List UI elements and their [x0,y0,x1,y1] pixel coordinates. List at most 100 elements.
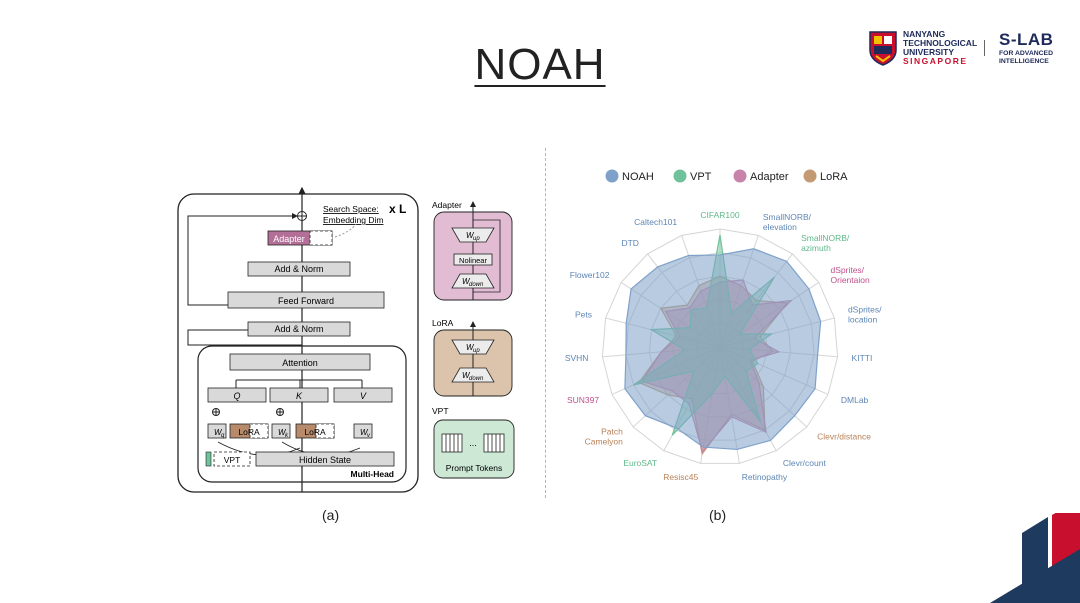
radar-series-noah [624,248,822,451]
wq-subscript: q [221,433,225,439]
ntu-line: UNIVERSITY [903,47,955,57]
prompt-token-stack-right [483,433,505,453]
nonlinear-label: Nolinear [459,256,487,265]
add-norm-bottom-block [247,321,351,337]
adapter-wup-label: W [466,231,475,240]
wv-subscript: v [367,433,371,439]
prompt-token-stack-left [441,433,463,453]
ntu-wordmark: NANYANG TECHNOLOGICAL UNIVERSITY SINGAPO… [903,30,977,66]
search-space-label: Search Space: [323,204,379,214]
lora-wup-subscript: up [473,348,480,354]
wk-label: W [278,428,287,437]
figure-b-caption: (b) [709,507,727,523]
wq-label: W [214,428,223,437]
legend-marker-vpt [673,169,687,183]
legend-label-vpt: VPT [690,171,712,183]
adapter-label: Adapter [273,234,305,244]
lora-wdown-subscript: down [469,376,484,382]
v-label: V [360,391,367,401]
axis-label: CIFAR100 [700,210,739,220]
side-vpt-title: VPT [432,406,449,416]
add-norm-bottom-label: Add & Norm [274,324,323,334]
slab-wordmark: S-LAB FOR ADVANCED INTELLIGENCE [999,30,1053,66]
feed-forward-block [227,291,385,309]
transformer-block [177,193,419,493]
ntu-line: SINGAPORE [903,56,968,66]
axis-label: Clevr/distance [817,431,871,441]
add-norm-top-block [247,261,351,277]
corner-decoration [990,513,1080,603]
legend-marker-adapter [733,169,747,183]
attention-block [229,353,371,371]
lora-label-q: LoRA [238,427,260,437]
add-norm-top-label: Add & Norm [274,264,323,274]
adapter-wup-trapezoid [451,227,495,243]
lora-wdown-trapezoid [451,367,495,383]
lora-wup-trapezoid [451,339,495,355]
axis-label: SVHN [565,353,589,363]
legend-label-adapter: Adapter [750,171,789,183]
k-block [269,387,329,403]
prompt-ellipsis: ... [469,438,477,448]
wv-label: W [360,428,369,437]
q-block [207,387,267,403]
vpt-block [213,451,251,467]
k-label: K [296,391,303,401]
v-block [333,387,393,403]
axis-label: EuroSAT [623,458,657,468]
side-lora-title: LoRA [432,318,454,328]
adapter-wup-subscript: up [473,236,480,242]
radar-grid-ring [601,228,839,464]
lora-label-k: LoRA [304,427,326,437]
institution-logos: NANYANG TECHNOLOGICAL UNIVERSITY SINGAPO… [868,28,1068,70]
ntu-line: TECHNOLOGICAL [903,38,978,48]
legend-label-noah: NOAH [622,171,654,183]
search-space-detail: Embedding Dim [323,215,383,225]
axis-label: dSprites/Orientaion [831,265,870,285]
adapter-wdown-label: W [462,277,471,286]
prompt-tokens-label: Prompt Tokens [446,463,503,473]
legend-marker-noah [605,169,619,183]
slab-sub: FOR ADVANCED [999,50,1053,57]
axis-label: KITTI [852,353,873,363]
axis-label: DMLab [841,395,869,405]
side-adapter-title: Adapter [432,200,462,210]
ntu-line: NANYANG [903,29,946,39]
axis-label: DTD [621,238,638,248]
wk-block [271,423,291,439]
feed-forward-label: Feed Forward [278,296,334,306]
slide-title: NOAH [474,40,606,89]
hidden-state-block [255,451,395,467]
axis-label: Flower102 [570,270,610,280]
wq-block [207,423,227,439]
axis-label: Clevr/count [783,458,827,468]
axis-label: SmallNORB/azimuth [801,233,850,253]
axis-label: SmallNORB/elevation [763,212,812,232]
vpt-token [205,451,212,467]
repeat-label: x L [389,202,406,216]
axis-label: Resisc45 [663,472,698,482]
lora-wup-label: W [466,343,475,352]
logo-divider [984,40,985,56]
hidden-state-label: Hidden State [299,455,351,465]
legend-marker-lora [803,169,817,183]
adapter-wdown-trapezoid [451,273,495,289]
slab-sub: INTELLIGENCE [999,58,1049,65]
axis-label: Pets [575,310,592,320]
figure-b-radar-chart: NOAH VPT Adapter LoRA CIFAR100 SmallNORB/elev… [565,169,882,482]
nonlinear-block [453,253,493,266]
vpt-label: VPT [224,455,241,465]
multi-head-block [197,345,407,483]
wk-subscript: k [285,433,289,439]
axis-label: SUN397 [567,395,599,405]
attention-label: Attention [282,358,318,368]
axis-label: dSprites/location [848,305,882,325]
figure-separator [545,148,546,498]
q-label: Q [233,391,240,401]
slab-main: S-LAB [999,30,1054,49]
legend-label-lora: LoRA [820,171,848,183]
figure-a-caption: (a) [322,507,340,523]
multi-head-label: Multi-Head [351,469,394,479]
ntu-crest-icon [869,31,897,66]
